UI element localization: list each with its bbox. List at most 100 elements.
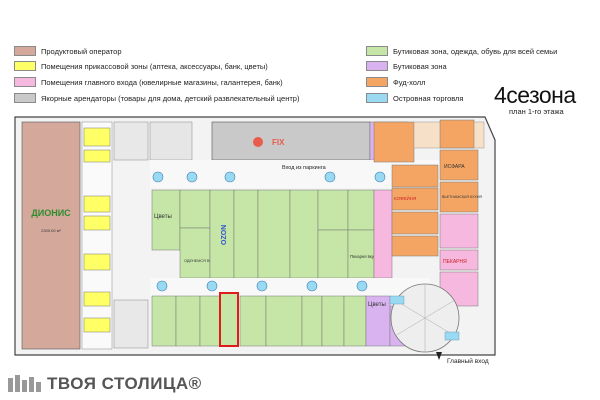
entrance-arrow-icon xyxy=(436,352,442,360)
food-hall xyxy=(439,119,475,149)
island-unit xyxy=(256,280,268,292)
legend-label: Островная торговля xyxy=(393,93,464,103)
highlighted-unit xyxy=(219,292,239,347)
boutique xyxy=(199,295,221,347)
legend-item-checkout: Помещения прикассовой зоны (аптека, аксе… xyxy=(14,61,268,71)
legend-swatch xyxy=(14,61,36,71)
boutique xyxy=(233,189,259,279)
store-pekarnya1-label: Пекарня вкусно xyxy=(350,254,381,259)
legend-swatch xyxy=(14,46,36,56)
legend-swatch xyxy=(366,93,388,103)
boutique-pink xyxy=(373,189,393,279)
food-hall xyxy=(391,211,439,235)
boutique xyxy=(179,189,211,229)
kiosk xyxy=(83,291,111,307)
store-ichifa-label: ИСФАРА xyxy=(444,164,465,170)
legend-swatch xyxy=(366,46,388,56)
unit xyxy=(113,299,149,349)
food-hall xyxy=(373,121,415,163)
legend-swatch xyxy=(14,93,36,103)
parking-label: Вход из паркинга xyxy=(282,165,327,171)
legend-label: Помещения прикассовой зоны (аптека, аксе… xyxy=(41,61,268,71)
legend: Продуктовый оператор Помещения прикассов… xyxy=(0,0,600,108)
food-hall xyxy=(391,235,439,257)
island-unit xyxy=(356,280,368,292)
store-dionis-label: ДИОНИС xyxy=(31,208,71,218)
store-ozon-label: OZON xyxy=(221,225,228,245)
pink-unit xyxy=(439,213,479,249)
boutique xyxy=(347,229,375,279)
island-unit xyxy=(156,280,168,292)
kiosk xyxy=(83,253,111,271)
boutique xyxy=(151,189,181,251)
kiosk xyxy=(83,215,111,231)
watermark-text: ТВОЯ СТОЛИЦА® xyxy=(47,374,202,393)
corridor xyxy=(150,160,440,188)
legend-item-food-hall: Фуд-холл xyxy=(366,77,426,87)
island-unit xyxy=(206,280,218,292)
watermark: ТВОЯ СТОЛИЦА® xyxy=(6,374,202,394)
legend-swatch xyxy=(366,61,388,71)
island-unit xyxy=(152,171,164,183)
legend-item-island: Островная торговля xyxy=(366,93,464,103)
boutique xyxy=(151,295,177,347)
main-entrance-label: Главный вход xyxy=(447,358,489,365)
boutique xyxy=(317,229,349,279)
boutique xyxy=(317,189,349,231)
food-hall xyxy=(391,187,439,211)
legend-item-main-entrance: Помещения главного входа (ювелирные мага… xyxy=(14,77,283,87)
boutique xyxy=(179,227,211,279)
store-pekarnya2-label: ПЕКАРНЯ xyxy=(443,259,467,265)
fix-logo-icon xyxy=(253,137,263,147)
boutique xyxy=(301,295,323,347)
mall-title: 4сезона xyxy=(494,82,576,108)
boutique xyxy=(343,295,367,347)
kiosk xyxy=(83,127,111,147)
legend-label: Продуктовый оператор xyxy=(41,46,122,56)
legend-label: Фуд-холл xyxy=(393,77,426,87)
boutique xyxy=(209,189,235,279)
legend-swatch xyxy=(14,77,36,87)
boutique xyxy=(175,295,201,347)
boutique xyxy=(321,295,345,347)
legend-item-anchor: Якорные арендаторы (товары для дома, дет… xyxy=(14,93,299,103)
legend-label: Бутиковая зона xyxy=(393,61,447,71)
store-kofeynya-label: КОФЕЙНЯ xyxy=(394,194,416,201)
food-hall xyxy=(439,149,479,181)
store-dionis xyxy=(21,121,81,350)
store-cvety2-label: Цветы xyxy=(368,302,386,308)
unit xyxy=(113,121,149,161)
unit xyxy=(149,121,193,161)
island-unit xyxy=(224,171,236,183)
store-vietnam-label: ВЬЕТНАМСКАЯ КУХНЯ xyxy=(442,195,482,199)
boutique xyxy=(347,189,375,231)
legend-label: Помещения главного входа (ювелирные мага… xyxy=(41,77,283,87)
store-dionis-area: 2300,00 м² xyxy=(41,228,61,233)
store-fix xyxy=(211,121,371,161)
boutique-purple xyxy=(365,295,391,347)
legend-swatch xyxy=(366,77,388,87)
boutique xyxy=(257,189,291,279)
island-unit xyxy=(306,280,318,292)
store-fix-label: FIX xyxy=(272,138,285,147)
rotunda-line xyxy=(394,299,456,337)
food-hall xyxy=(439,181,479,213)
store-cvety1-label: Цветы xyxy=(154,214,172,220)
kiosk xyxy=(83,195,111,213)
floor-subtitle: план 1-го этажа xyxy=(509,107,564,116)
legend-label: Бутиковая зона, одежда, обувь для всей с… xyxy=(393,46,558,56)
boutique xyxy=(265,295,303,347)
kiosk xyxy=(83,149,111,163)
legend-label: Якорные арендаторы (товары для дома, дет… xyxy=(41,93,300,103)
watermark-logo-icon xyxy=(8,375,41,392)
legend-item-boutique: Бутиковая зона xyxy=(366,61,447,71)
legend-item-boutique-family: Бутиковая зона, одежда, обувь для всей с… xyxy=(366,46,557,56)
island-unit xyxy=(389,295,405,305)
pink-unit xyxy=(439,249,479,271)
legend-item-grocery: Продуктовый оператор xyxy=(14,46,122,56)
boutique xyxy=(289,189,319,279)
kiosk xyxy=(83,317,111,333)
island-unit xyxy=(186,171,198,183)
island-unit xyxy=(374,171,386,183)
